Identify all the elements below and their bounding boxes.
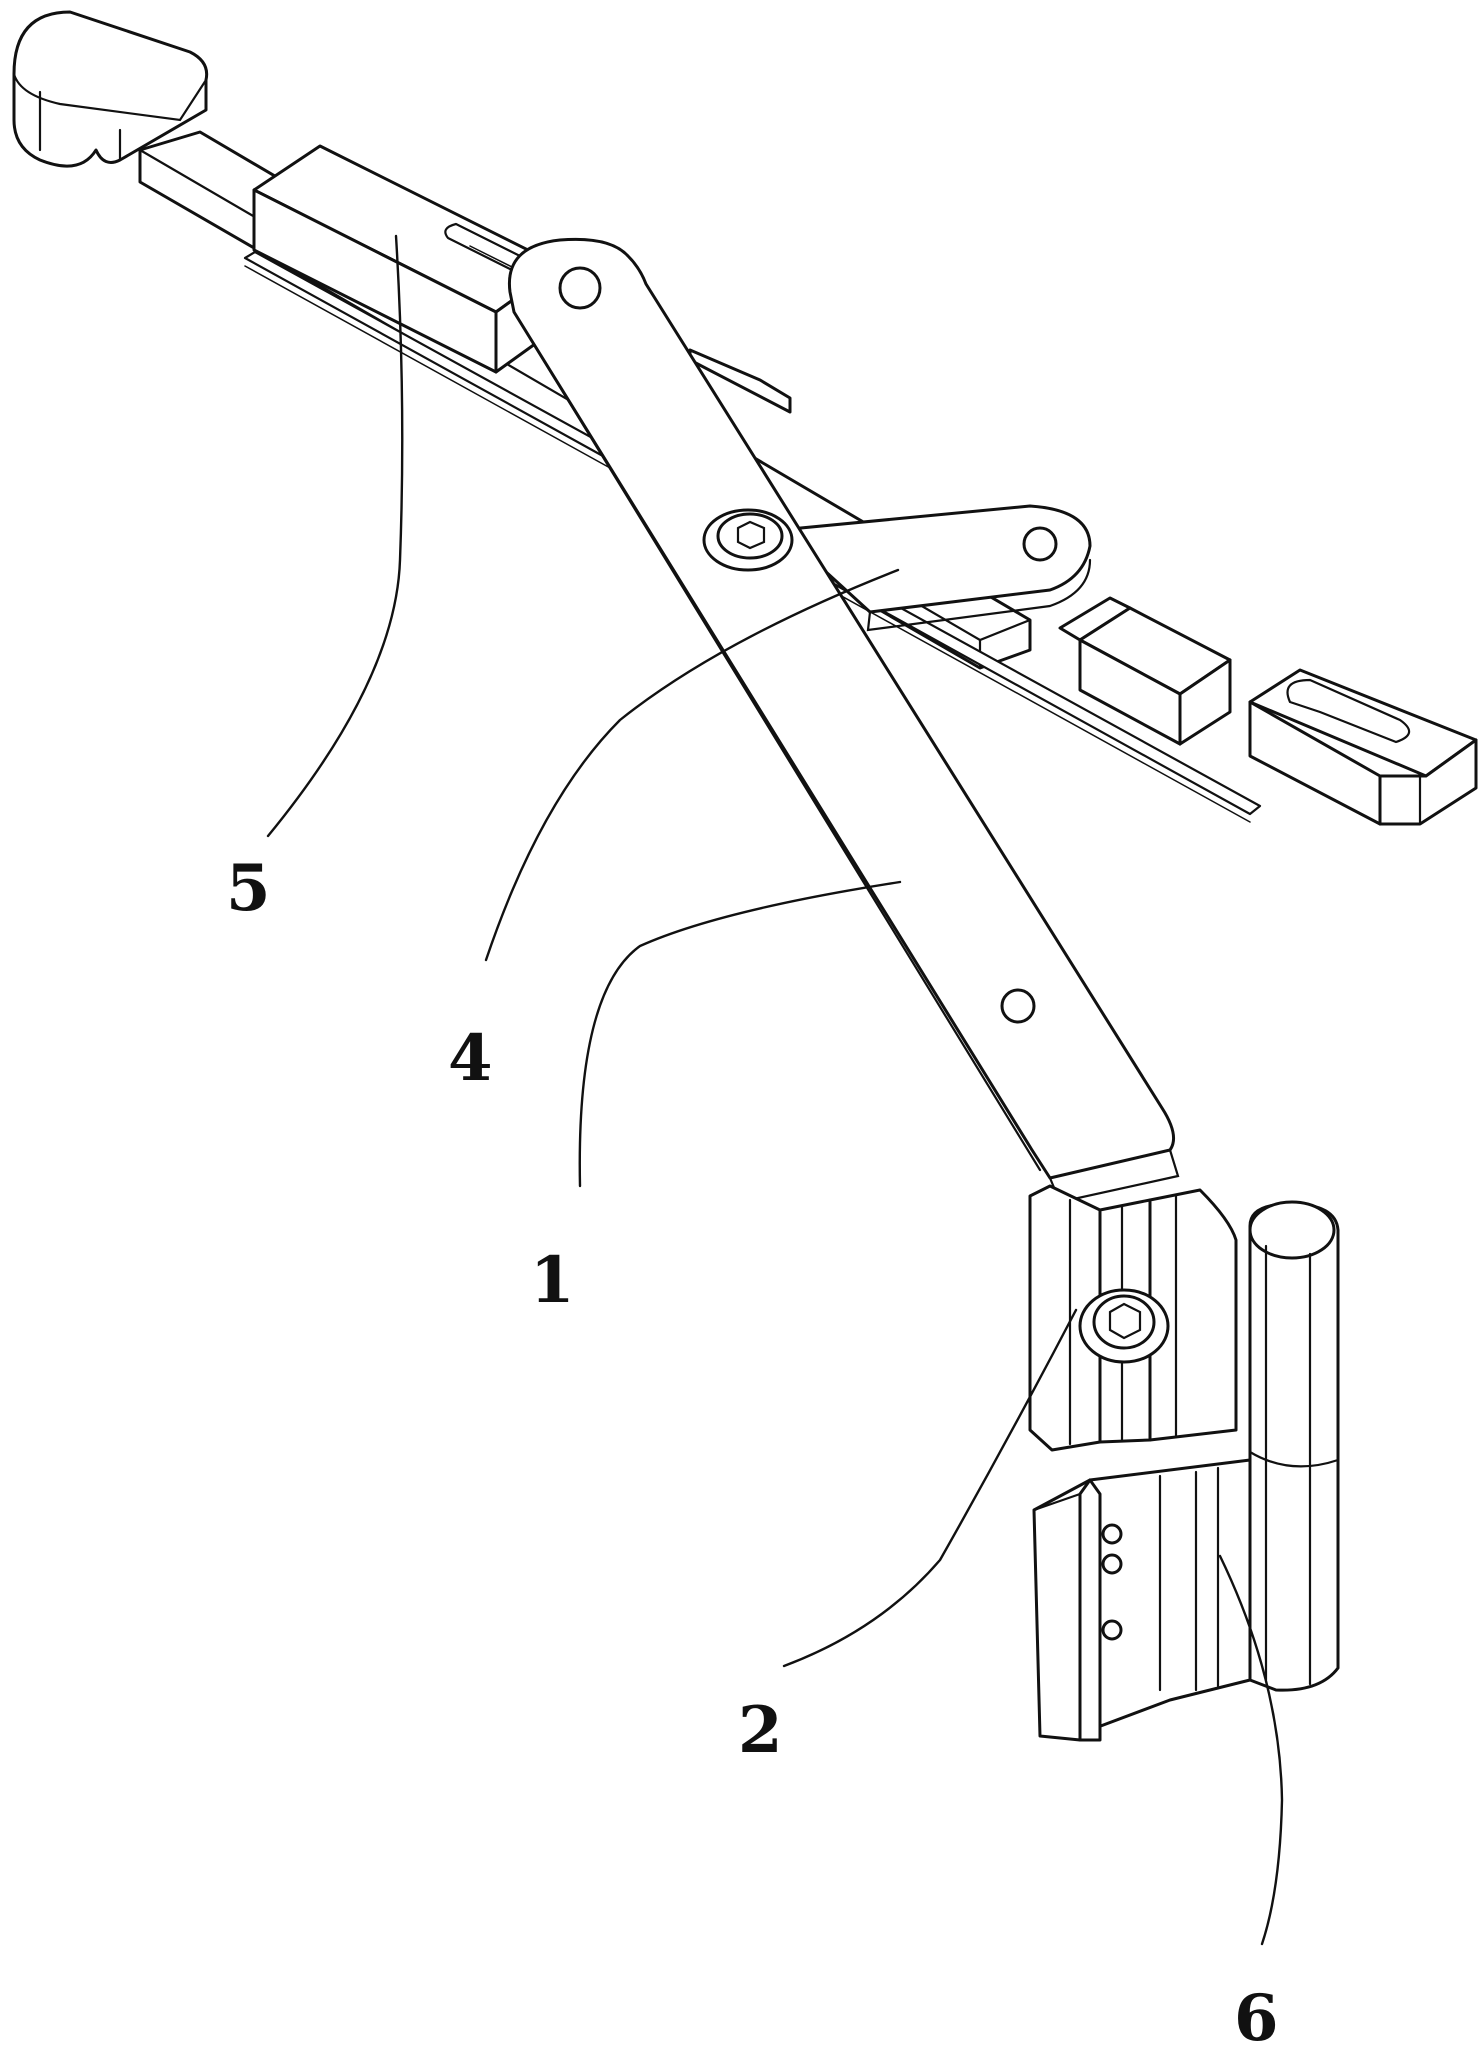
bracket-hole-middle [1101, 1553, 1123, 1575]
hex-screw-hinge-icon [1078, 1288, 1170, 1364]
slide-rail-part-5 [12, 10, 1478, 826]
main-arm-top-hole [558, 266, 602, 310]
hinge-bracket-part-6 [1032, 1458, 1252, 1742]
leader-6 [1218, 1554, 1284, 1946]
main-arm-part-1 [507, 237, 1180, 1204]
bracket-hole-lower [1101, 1619, 1123, 1641]
leader-4 [484, 568, 900, 962]
leader-5 [266, 234, 404, 838]
callout-6: 6 [1234, 1981, 1279, 2047]
callout-5: 5 [226, 851, 271, 926]
leader-lines [266, 234, 1284, 1946]
hinge-leaf-part-2 [1028, 1184, 1238, 1452]
leader-2 [782, 1308, 1078, 1668]
callout-2: 2 [738, 1693, 783, 1768]
main-arm-lower-hole [1000, 988, 1036, 1024]
callout-labels: 5 4 1 2 6 [226, 851, 1279, 2047]
link-arm-pivot-hole [1022, 526, 1058, 562]
callout-4: 4 [448, 1021, 493, 1096]
callout-1: 1 [530, 1243, 575, 1318]
leader-1 [578, 880, 902, 1188]
hex-screw-center-icon [702, 508, 794, 572]
bracket-hole-upper [1101, 1523, 1123, 1545]
hinge-barrel [1248, 1200, 1340, 1692]
